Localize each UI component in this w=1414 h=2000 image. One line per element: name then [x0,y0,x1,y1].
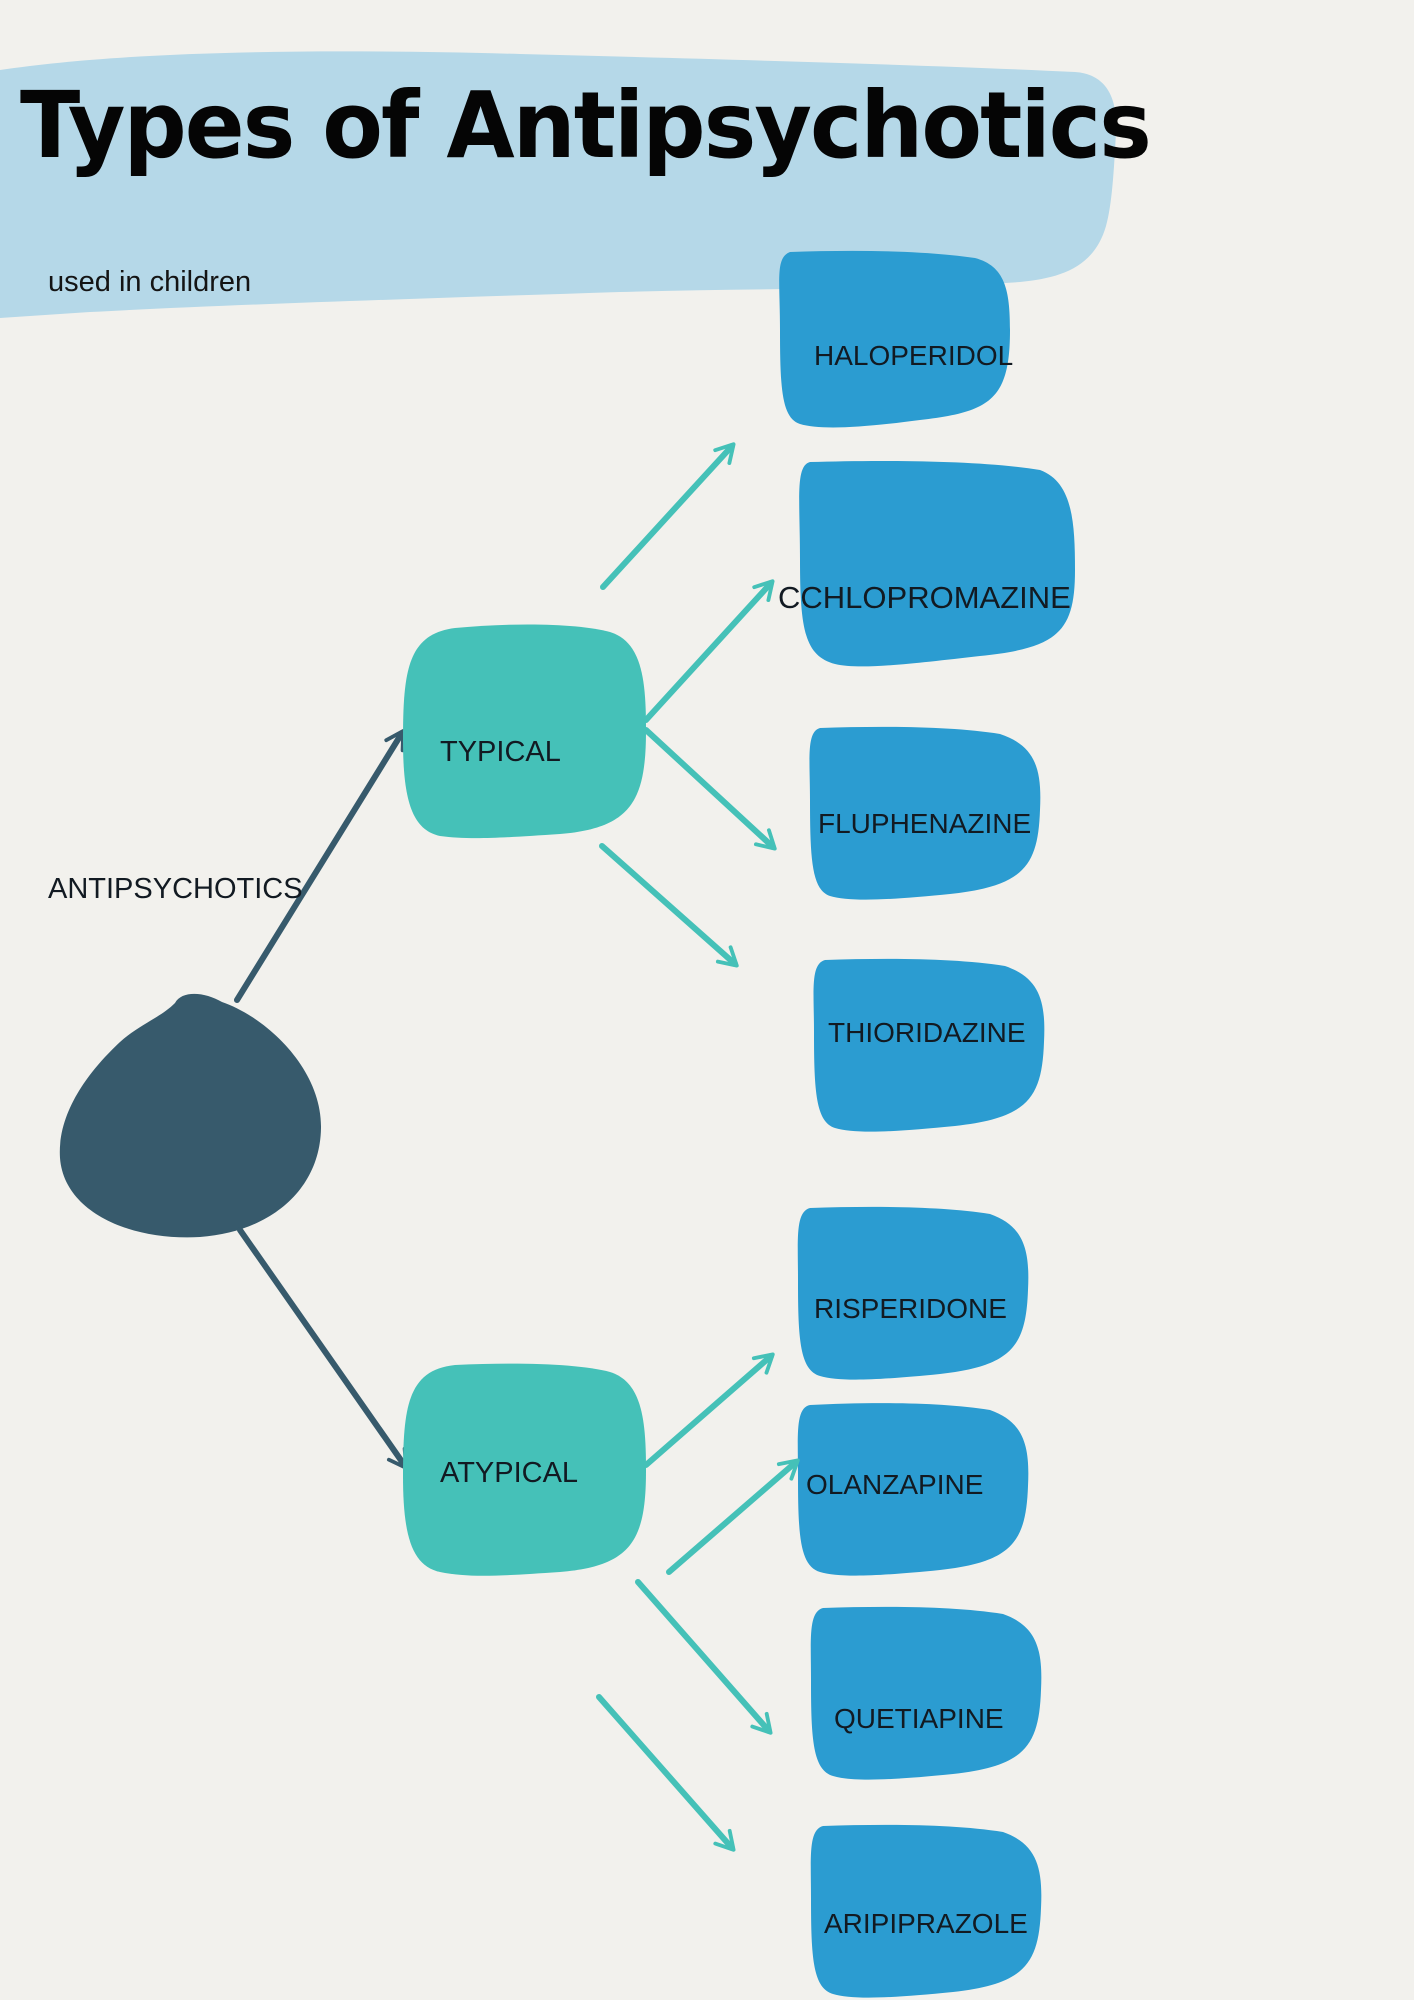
arrow-atypical-1 [643,1352,775,1468]
drug-label-olanzapine: OLANZAPINE [806,1469,984,1500]
arrow-typical-1 [600,442,736,590]
drug-box-chlorpromazine [799,460,1075,667]
arrow-atypical-2 [666,1458,800,1575]
root-label: ANTIPSYCHOTICS [48,873,303,905]
arrow-typical-4 [599,843,739,968]
drug-box-aripiprazole [810,1824,1042,1998]
drug-box-thioridazine [813,958,1045,1132]
page-title: Types of Antipsychotics [20,72,1152,179]
arrow-atypical-4 [596,1694,736,1852]
page-subtitle: used in children [48,266,252,298]
arrow-atypical-3 [635,1579,773,1735]
root-node-blob [59,993,322,1238]
drug-label-haloperidol: HALOPERIDOL [814,340,1014,371]
drug-box-fluphenazine [809,726,1041,900]
category-box-typical [403,624,646,839]
drug-label-fluphenazine: FLUPHENAZINE [818,808,1032,839]
drug-label-risperidone: RISPERIDONE [814,1293,1007,1324]
drug-box-quetiapine [810,1606,1042,1780]
arrow-root-to-atypical [237,1227,409,1470]
drug-label-thioridazine: THIORIDAZINE [828,1017,1026,1048]
drug-label-quetiapine: QUETIAPINE [834,1703,1004,1734]
arrow-typical-3 [643,727,777,851]
drug-box-risperidone [797,1206,1029,1380]
category-box-atypical [403,1363,646,1576]
arrow-typical-2 [643,579,775,723]
drug-label-chlorpromazine: CCHLOPROMAZINE [778,580,1071,615]
drug-box-olanzapine [797,1403,1029,1576]
arrow-root-to-typical [234,729,406,1003]
drug-label-aripiprazole: ARIPIPRAZOLE [824,1908,1028,1939]
category-label-atypical: ATYPICAL [440,1457,579,1489]
drug-box-haloperidol [779,250,1010,428]
category-label-typical: TYPICAL [440,736,561,768]
